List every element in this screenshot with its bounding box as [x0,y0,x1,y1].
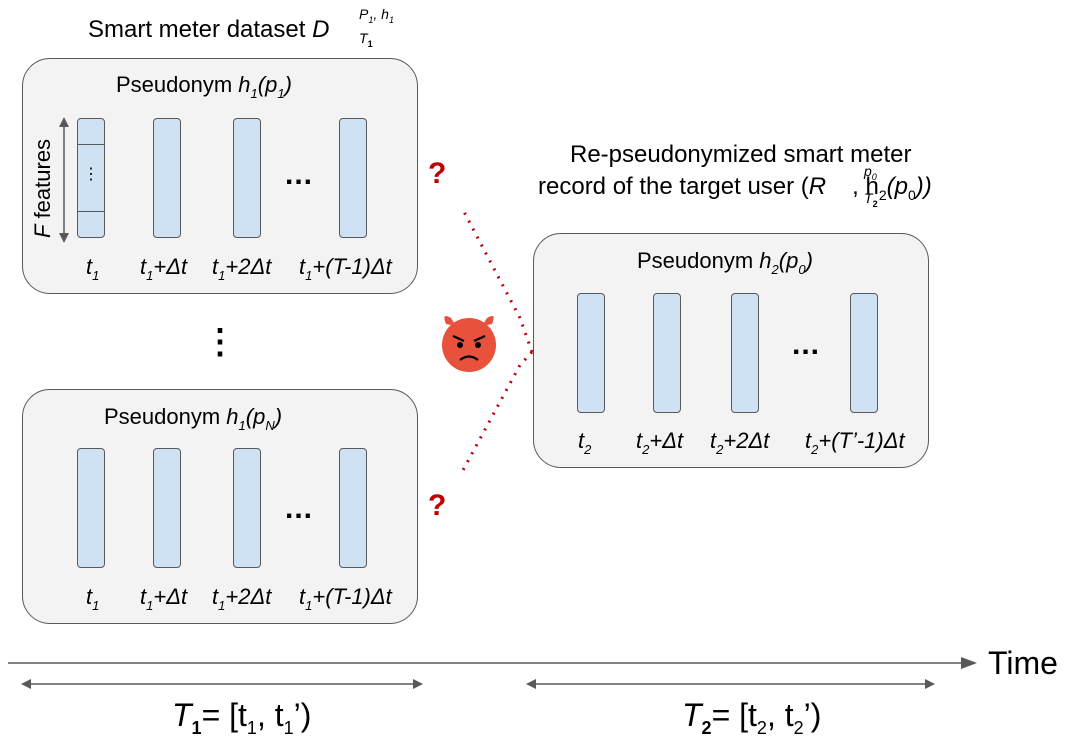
bar-inner-ellipsis: ⋮ [83,166,99,183]
left-dataset-title: Smart meter dataset D [88,16,330,43]
bar-divider-top [78,144,104,145]
feature-vector-bar [850,293,878,413]
feature-vector-bar [339,448,367,568]
feature-vector-bar [731,293,759,413]
horizontal-ellipsis: ... [792,328,821,361]
time-label: t1 [86,584,100,613]
feature-vector-bar [233,448,261,568]
period1-label: T1= [t1, t1’) [172,697,312,738]
time-label: t1+2Δt [212,254,272,283]
time-label: t1+(T-1)Δt [299,254,392,283]
pseudonym-header-pN: Pseudonym h1(pN) [104,404,283,433]
left-title-subscript: T1 [359,30,373,49]
period2-label: T2= [t2, t2’) [682,697,822,738]
angry-devil-icon [442,316,496,372]
time-label: t2+2Δt [710,428,770,457]
feature-vector-bar [77,448,105,568]
pseudonym-header-p1: Pseudonym h1(p1) [116,72,292,101]
feature-vector-bar [153,118,181,238]
left-title-superscript: P1, h1 [359,6,394,25]
time-label: t2+Δt [636,428,684,457]
feature-vector-bar [153,448,181,568]
feature-vector-bar: ⋮ [77,118,105,238]
right-title-superscript: p0 [864,163,877,182]
question-mark-top: ? [428,157,447,190]
right-title-line1: Re-pseudonymized smart meter [570,141,912,168]
vertical-ellipsis: ⋮ [203,323,237,361]
bar-divider-bottom [78,211,104,212]
time-label: t1+Δt [140,254,188,283]
horizontal-ellipsis: ... [285,492,314,525]
time-axis-label: Time [988,645,1058,681]
time-label: t1 [86,254,100,283]
feature-vector-bar [577,293,605,413]
time-label: t1+(T-1)Δt [299,584,392,613]
feature-vector-bar [653,293,681,413]
time-label: t1+2Δt [212,584,272,613]
link-dotted-line-top [460,207,534,353]
right-title-line2: record of the target user (R, h2(p0)) [538,173,932,203]
pseudonym-header-p0: Pseudonym h2(p0) [637,248,813,277]
time-label: t2 [578,428,592,457]
feature-vector-bar [233,118,261,238]
right-title-subscript: T2 [864,190,878,209]
horizontal-ellipsis: ... [285,158,314,191]
feature-vector-bar [339,118,367,238]
time-label: t1+Δt [140,584,188,613]
question-mark-bottom: ? [428,489,447,522]
time-label: t2+(T’-1)Δt [805,428,905,457]
